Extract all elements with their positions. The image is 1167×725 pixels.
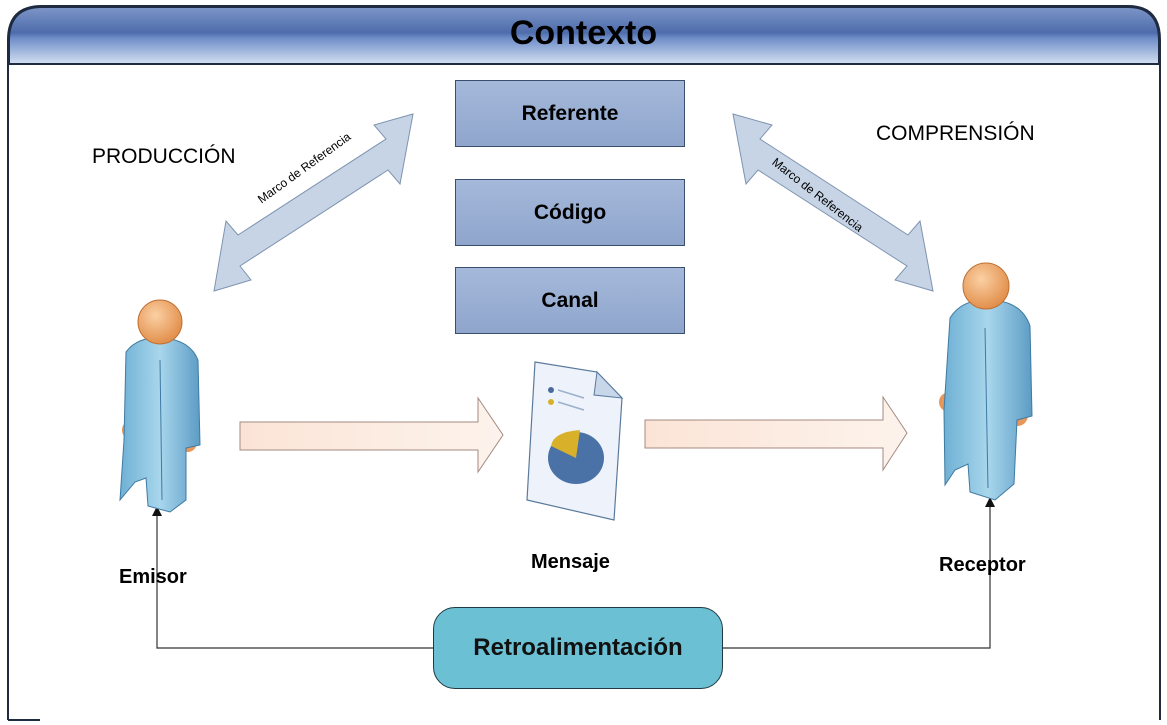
referente-label: Referente (521, 101, 619, 125)
double-arrow-right (732, 113, 934, 292)
retroalimentacion-box: Retroalimentación (433, 607, 723, 689)
codigo-label: Código (533, 200, 607, 224)
emisor-label: Emisor (119, 566, 187, 588)
double-arrow-left (213, 113, 414, 292)
canal-label: Canal (541, 288, 599, 312)
receptor-label: Receptor (939, 554, 1026, 576)
emisor-person-icon (119, 299, 201, 513)
mensaje-document-icon (526, 361, 624, 521)
canal-box: Canal (455, 267, 685, 334)
feedback-arrowhead-receptor (985, 497, 995, 507)
mensaje-label: Mensaje (531, 551, 610, 573)
diagram-title: Contexto (509, 14, 658, 52)
arrow-emisor-to-mensaje (239, 396, 504, 474)
header-band (8, 6, 1160, 65)
feedback-connector (156, 503, 991, 649)
referente-box: Referente (455, 80, 685, 147)
receptor-person-icon (939, 262, 1033, 501)
comprension-label: COMPRENSIÓN (876, 122, 1035, 145)
codigo-box: Código (455, 179, 685, 246)
arrow-mensaje-to-receptor (644, 395, 908, 472)
produccion-label: PRODUCCIÓN (92, 145, 236, 168)
feedback-arrowhead-emisor (152, 506, 162, 516)
retroalimentacion-label: Retroalimentación (473, 634, 683, 661)
